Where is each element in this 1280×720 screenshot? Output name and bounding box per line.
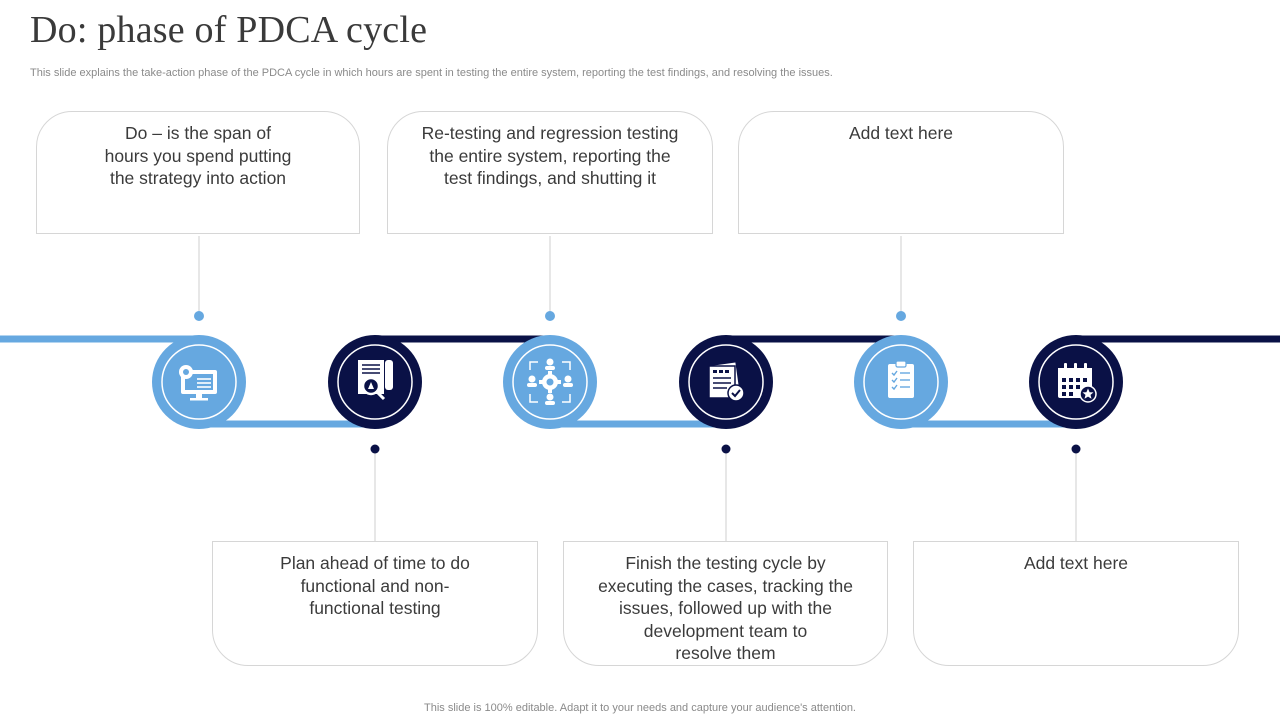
card-text: Re-testing and regression testing the en… [421,123,679,188]
card-text: Plan ahead of time to do functional and … [280,553,470,618]
card-text: Finish the testing cycle by executing th… [598,553,853,663]
timeline-dot [896,311,906,321]
top-card-1: Do – is the span of hours you spend putt… [36,111,360,234]
timeline-dot [194,311,204,321]
calendar-star-icon [1029,335,1123,429]
card-text: Do – is the span of hours you spend putt… [104,123,292,188]
card-text: Add text here [848,123,954,143]
card-text: Add text here [1023,553,1129,573]
page-title: Do: phase of PDCA cycle [30,9,428,51]
document-search-icon [328,335,422,429]
settings-monitor-icon [152,335,246,429]
bottom-card-1: Plan ahead of time to do functional and … [212,541,538,666]
top-card-3: Add text here [738,111,1064,234]
timeline-dot [545,311,555,321]
page-subtitle: This slide explains the take-action phas… [30,67,833,79]
clipboard-checklist-icon [854,335,948,429]
test-report-check-icon [679,335,773,429]
bottom-card-3: Add text here [913,541,1239,666]
bottom-card-2: Finish the testing cycle by executing th… [563,541,888,666]
timeline-dot [370,444,380,454]
timeline-dot [721,444,731,454]
top-card-2: Re-testing and regression testing the en… [387,111,713,234]
team-gear-icon [503,335,597,429]
timeline-dot [1071,444,1081,454]
footer-note: This slide is 100% editable. Adapt it to… [424,702,856,714]
